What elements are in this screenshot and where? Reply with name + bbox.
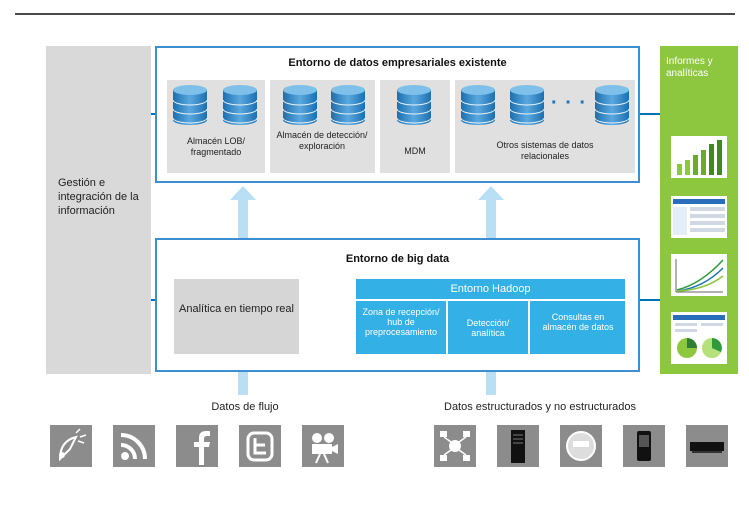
database-icon bbox=[594, 85, 630, 125]
card-detection-label: Almacén de detección/ exploración bbox=[276, 130, 368, 151]
database-icon bbox=[396, 85, 432, 125]
hadoop-cell-detection-label: Detección/ analítica bbox=[450, 318, 526, 338]
hadoop-header: Entorno Hadoop bbox=[356, 279, 625, 299]
reports-label: Informes y analíticas bbox=[666, 56, 713, 79]
hadoop-cell-warehouse-label: Consultas en almacén de datos bbox=[536, 312, 620, 332]
card-relational-label: Otros sistemas de datos relacionales bbox=[496, 140, 594, 161]
video-camera-icon bbox=[302, 425, 344, 467]
twitter-icon bbox=[239, 425, 281, 467]
ellipsis: · · · bbox=[551, 92, 588, 114]
bigdata-title: Entorno de big data bbox=[345, 253, 450, 265]
network-icon bbox=[434, 425, 476, 467]
info-management-panel bbox=[46, 46, 151, 374]
server-icon bbox=[497, 425, 539, 467]
report-pie-thumbnail bbox=[671, 312, 727, 364]
card-lob-label: Almacén LOB/ fragmentado bbox=[186, 136, 246, 157]
hadoop-cell-landing-label: Zona de recepción/ hub de preprocesamien… bbox=[356, 307, 446, 337]
structured-data-label: Datos estructurados y no estructurados bbox=[444, 401, 636, 413]
realtime-analytics-card bbox=[174, 279, 299, 354]
database-icon bbox=[460, 85, 496, 125]
database-icon bbox=[172, 85, 208, 125]
database-icon bbox=[509, 85, 545, 125]
realtime-analytics-label: Analítica en tiempo real bbox=[179, 303, 294, 315]
enterprise-title: Entorno de datos empresariales existente bbox=[288, 57, 507, 69]
database-icon bbox=[330, 85, 366, 125]
card-mdm-label: MDM bbox=[404, 146, 426, 156]
info-management-label: Gestión e integración de la información bbox=[58, 177, 139, 217]
dashboard-thumbnail bbox=[671, 196, 727, 238]
line-chart-thumbnail bbox=[671, 254, 727, 296]
satellite-icon bbox=[50, 425, 92, 467]
bar-chart-thumbnail bbox=[671, 136, 727, 178]
database-icon bbox=[282, 85, 318, 125]
facebook-icon bbox=[176, 425, 218, 467]
phone-icon bbox=[623, 425, 665, 467]
database-icon bbox=[222, 85, 258, 125]
top-rule bbox=[15, 13, 735, 15]
meter-icon bbox=[560, 425, 602, 467]
stream-data-label: Datos de flujo bbox=[211, 401, 279, 413]
rss-icon bbox=[113, 425, 155, 467]
set-top-box-icon bbox=[686, 425, 728, 467]
